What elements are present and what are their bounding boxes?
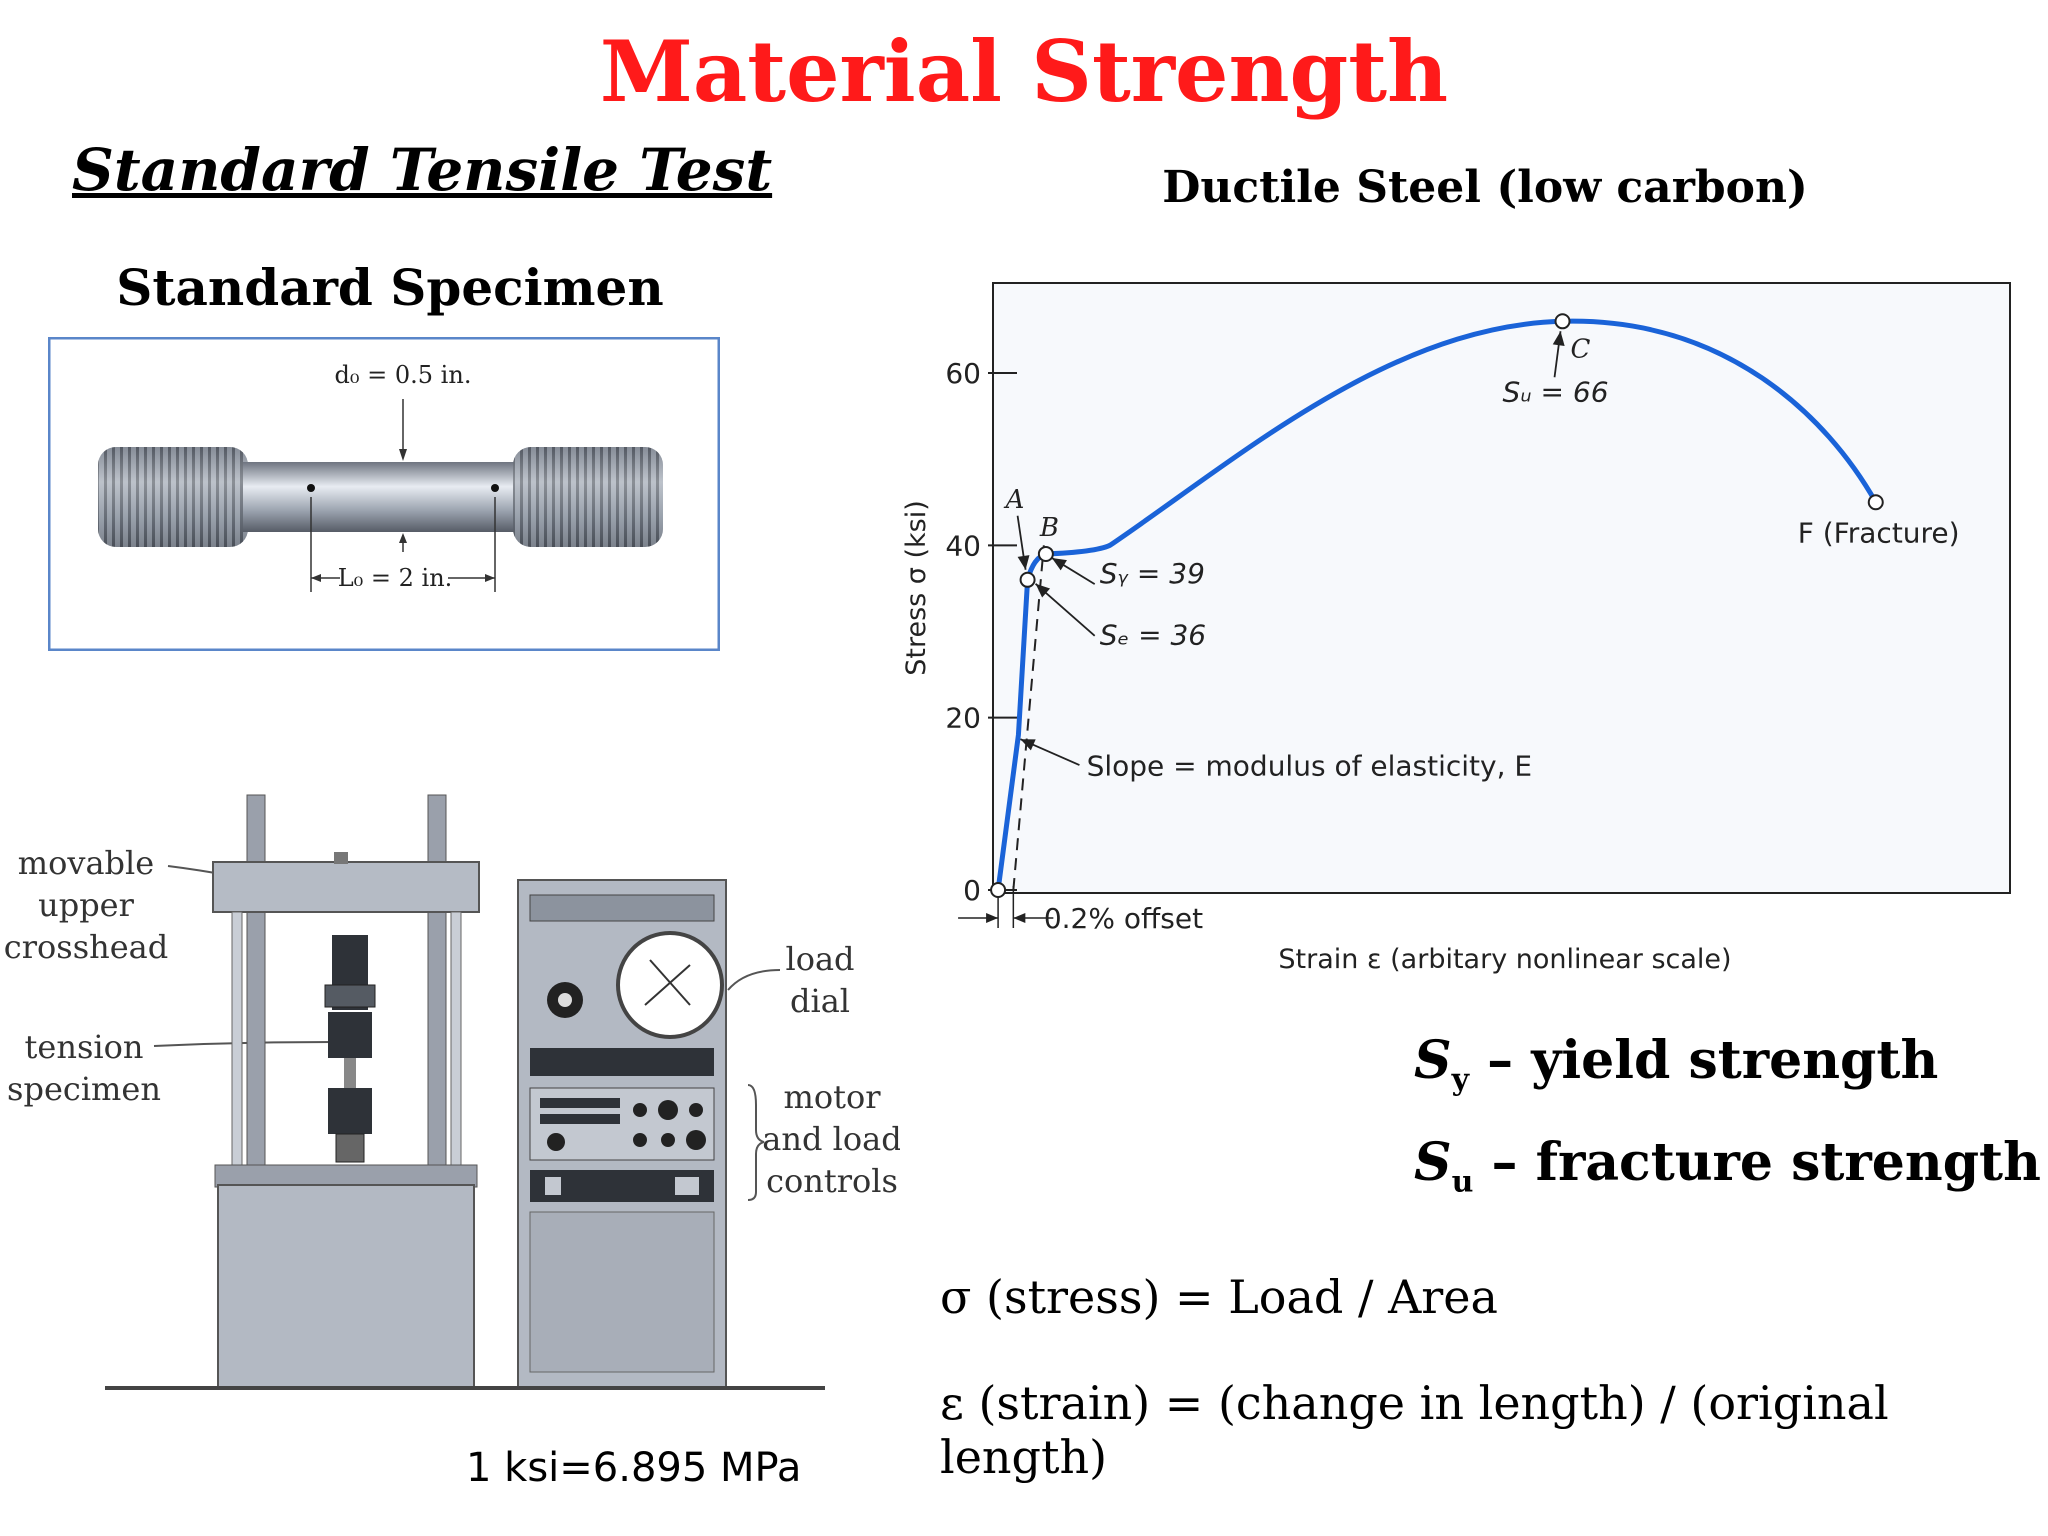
fracture-label: F (Fracture) (1798, 516, 1960, 549)
diameter-label: d₀ = 0.5 in. (335, 361, 472, 389)
crosshead-label-1: movable (18, 844, 154, 882)
gauge-length-label: L₀ = 2 in. (338, 564, 453, 592)
y-tick-label: 40 (945, 529, 981, 562)
load-dial (616, 931, 724, 1039)
offset-line (1012, 545, 1045, 891)
sy-subscript: y (1451, 1062, 1469, 1098)
controls-label-1: motor (783, 1078, 881, 1116)
point-a-label: A (1004, 485, 1025, 515)
crosshead-label-3: crosshead (4, 928, 168, 966)
yield-strength-definition: Sy – yield strength (1414, 1030, 1938, 1097)
point-c-marker (1554, 313, 1571, 330)
point-o-marker (990, 882, 1007, 898)
dial-label-1: load (785, 940, 854, 978)
point-f-marker (1867, 494, 1884, 511)
controls-label-2: and load (762, 1120, 900, 1158)
su-symbol: S (1414, 1132, 1452, 1193)
plot-frame (992, 282, 2011, 894)
machine-base (217, 1184, 475, 1389)
specimen-gauge-section (243, 462, 518, 532)
specimen-illustration: d₀ = 0.5 in. L₀ = 2 in. (48, 337, 720, 651)
su-label: Sᵤ = 66 (1503, 375, 1609, 408)
se-label: Sₑ = 36 (1100, 618, 1206, 651)
fracture-strength-definition: Su – fracture strength (1414, 1132, 2041, 1199)
dial-label-2: dial (790, 982, 850, 1020)
y-tick-label: 0 (963, 874, 981, 907)
crosshead-label-2: upper (38, 886, 135, 924)
point-b-label: B (1039, 513, 1059, 543)
y-tick-label: 20 (945, 702, 981, 735)
section-subtitle: Standard Tensile Test (72, 136, 773, 204)
su-subscript: u (1451, 1164, 1474, 1200)
point-c-label: C (1571, 334, 1591, 364)
chart-title: Ductile Steel (low carbon) (1162, 162, 1808, 213)
page-title: Material Strength (599, 22, 1449, 121)
specimen-label-1: tension (25, 1028, 144, 1066)
tensile-machine-illustration: movable upper crosshead tension specimen… (4, 794, 900, 1390)
x-axis-label: Strain ε (arbitary nonlinear scale) (1278, 944, 1731, 975)
stress-strain-chart: 0 20 40 60 AB Sᵧ = 39 Sₑ = 36 Slope = modulus … (901, 282, 2011, 975)
upper-crosshead (212, 861, 480, 913)
su-text: – fracture strength (1473, 1132, 2041, 1193)
specimen-heading: Standard Specimen (116, 258, 664, 317)
stress-formula: σ (stress) = Load / Area (940, 1270, 1498, 1324)
y-tick-label: 60 (945, 357, 981, 390)
slope-label: Slope = modulus of elasticity, E (1087, 749, 1533, 782)
specimen-label-2: specimen (7, 1070, 161, 1108)
unit-conversion-note: 1 ksi=6.895 MPa (466, 1445, 802, 1491)
point-b-marker (1037, 545, 1054, 562)
sy-text: – yield strength (1469, 1030, 1939, 1091)
y-axis-label: Stress σ (ksi) (901, 500, 932, 676)
offset-label: 0.2% offset (1044, 902, 1203, 935)
sy-symbol: S (1414, 1030, 1452, 1091)
controls-label-3: controls (766, 1162, 898, 1200)
sy-label: Sᵧ = 39 (1100, 557, 1205, 590)
strain-formula: ε (strain) = (change in length) / (origi… (940, 1376, 1889, 1484)
point-a-marker (1019, 571, 1036, 588)
